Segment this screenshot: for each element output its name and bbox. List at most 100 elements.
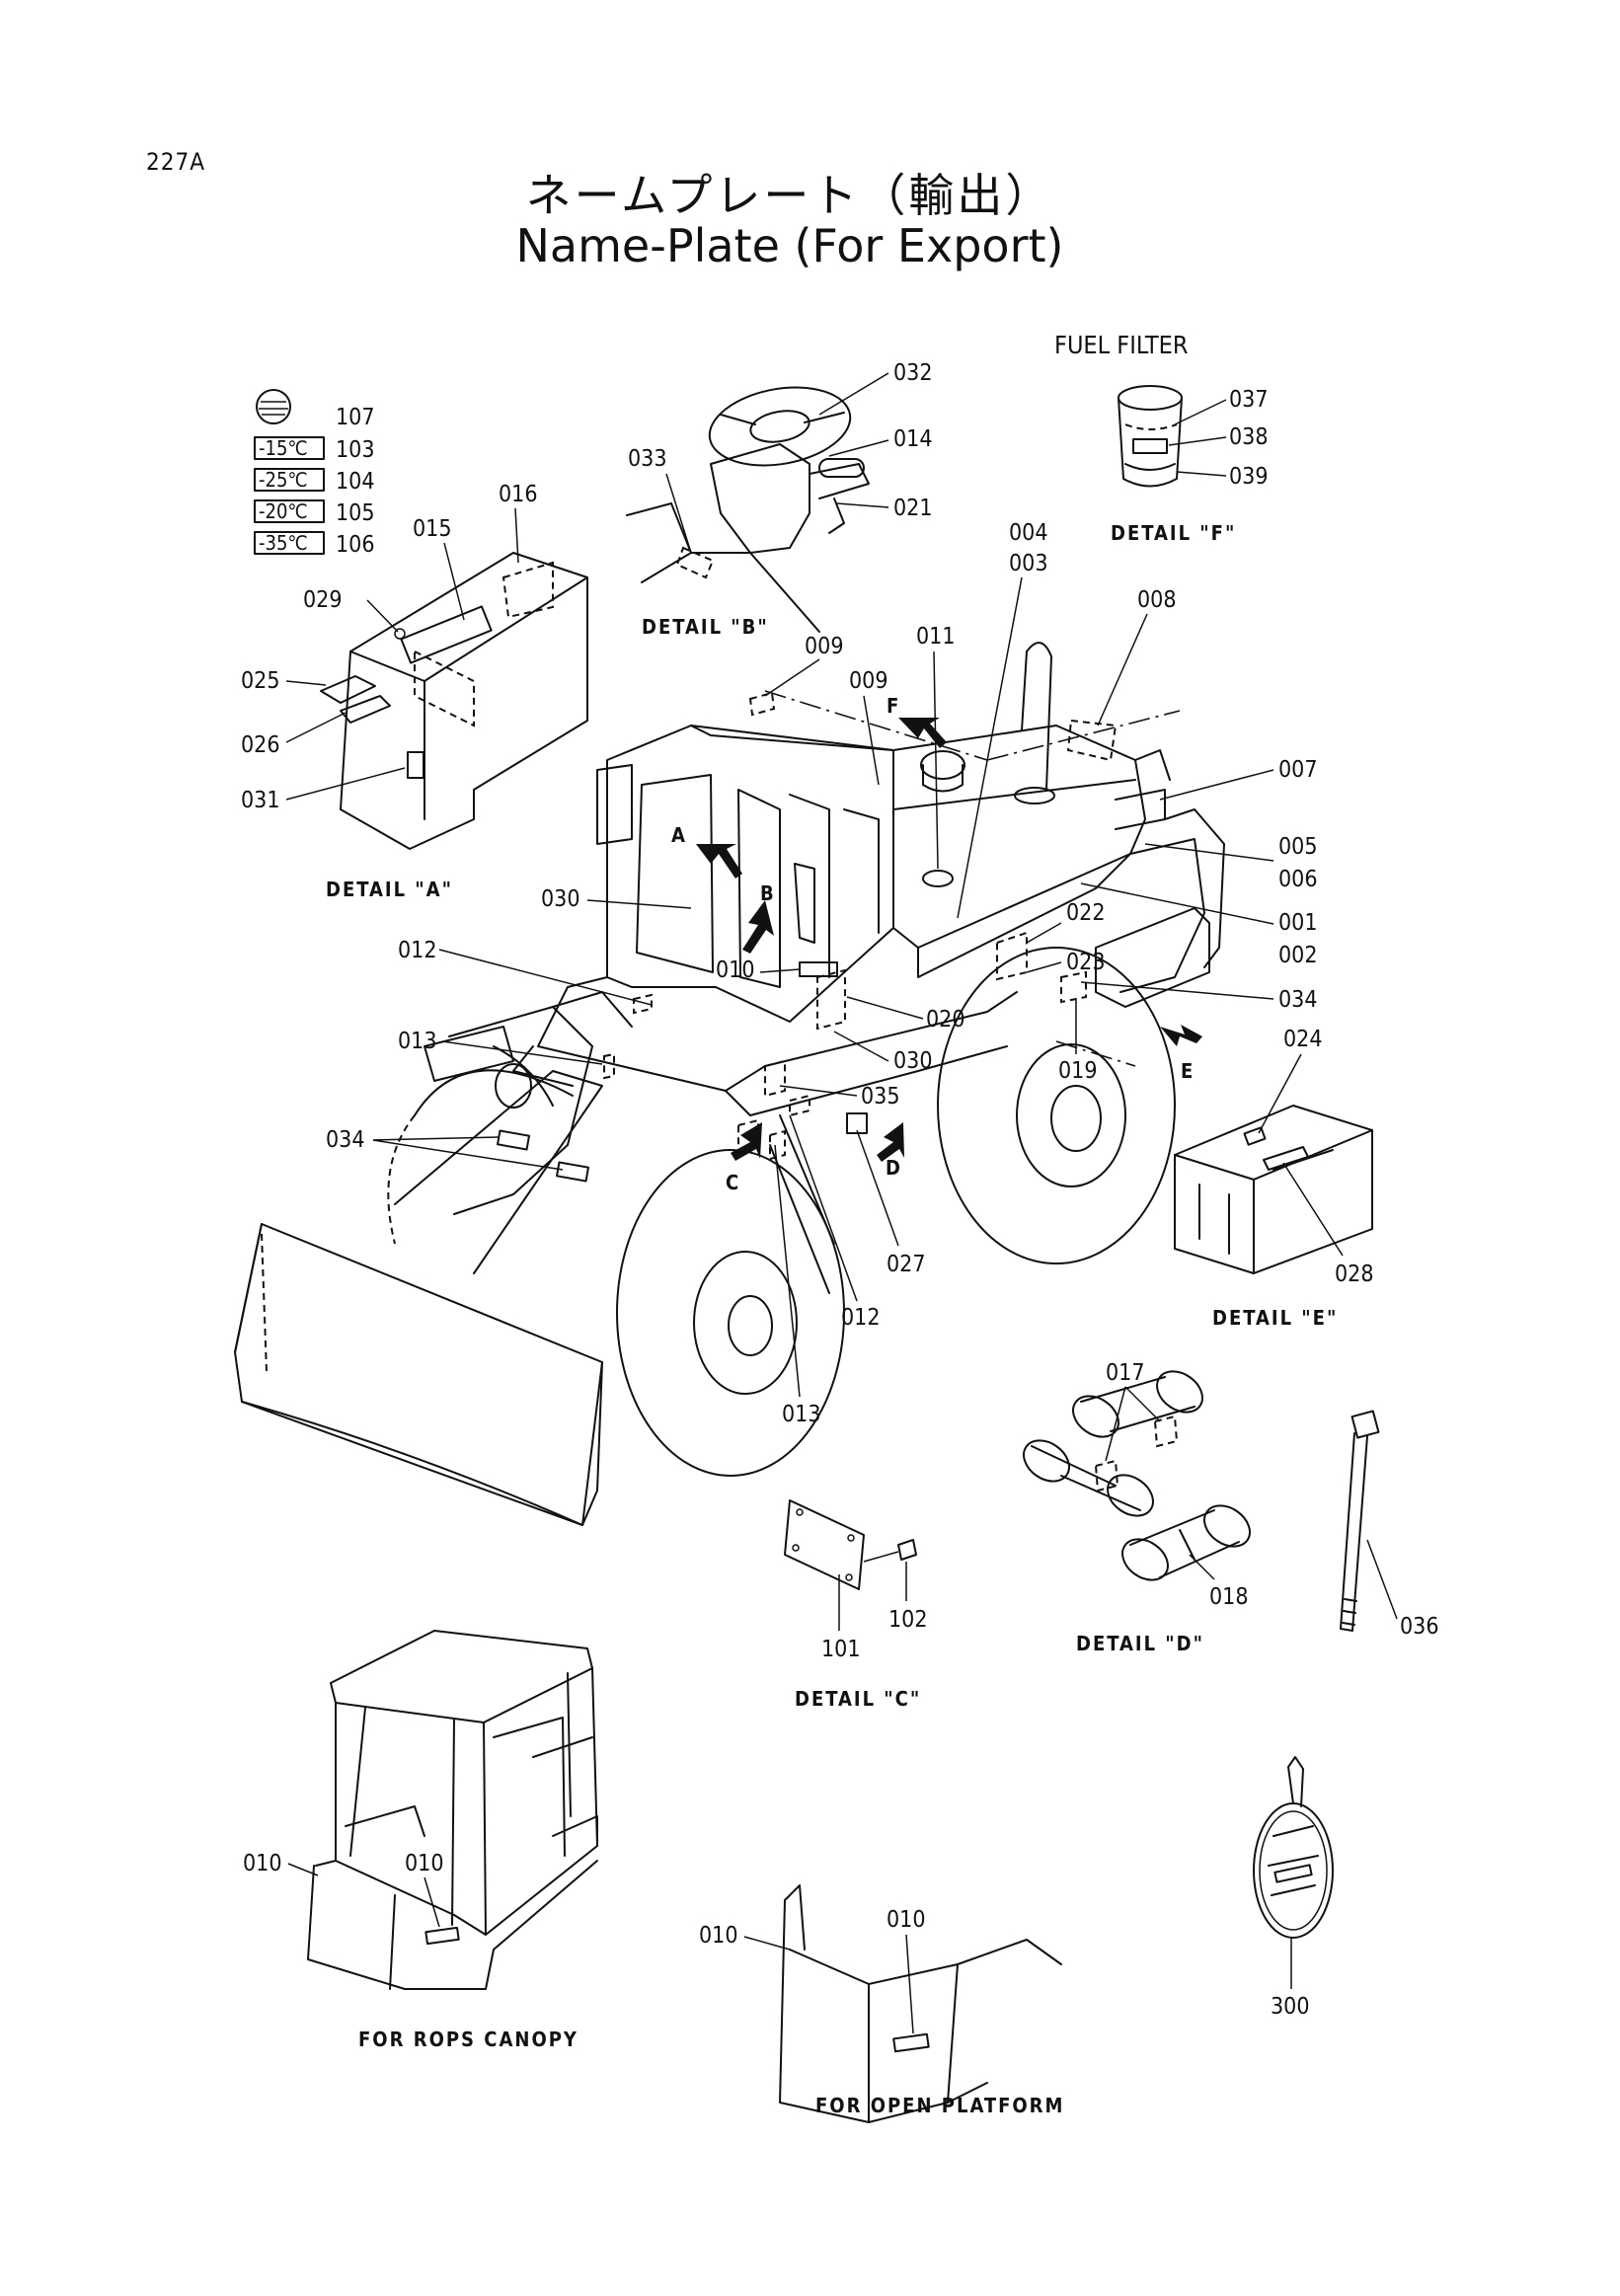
label-035: 035 [861, 1084, 900, 1110]
page-number: 227A [146, 148, 205, 176]
label-001: 001 [1278, 910, 1318, 936]
label-009-side: 009 [849, 668, 888, 694]
label-104: 104 [336, 469, 375, 495]
caption-open-platform: FOR OPEN PLATFORM [815, 2094, 1064, 2117]
plate-minus35-icon [254, 531, 325, 555]
caption-detail-c: DETAIL "C" [795, 1687, 921, 1711]
title-japanese: ネームプレート（輸出） [525, 169, 1054, 222]
view-arrow-f-icon: F [887, 694, 947, 748]
label-012-bottom: 012 [841, 1305, 881, 1331]
arrow-letter-f: F [887, 694, 898, 718]
label-025: 025 [241, 668, 280, 694]
label-030-lower: 030 [893, 1048, 933, 1074]
view-arrow-b-icon: B [742, 881, 774, 954]
arrow-letter-d: D [886, 1156, 900, 1180]
label-005: 005 [1278, 834, 1318, 860]
detail-e-counterweight-drawing [1174, 1105, 1373, 1274]
detail-d-pins-drawing [1023, 1370, 1251, 1581]
view-arrow-d-icon: D [877, 1122, 904, 1180]
key-tag-drawing [1253, 1756, 1334, 1939]
label-105: 105 [336, 500, 375, 526]
label-024: 024 [1283, 1027, 1323, 1052]
label-039: 039 [1229, 464, 1269, 490]
label-032: 032 [893, 360, 933, 386]
label-033: 033 [628, 446, 667, 472]
label-031: 031 [241, 788, 280, 813]
label-034-right: 034 [1278, 987, 1318, 1013]
plate-minus20-icon [254, 499, 325, 523]
label-017: 017 [1106, 1360, 1145, 1386]
label-026: 026 [241, 732, 280, 758]
caption-detail-b: DETAIL "B" [642, 615, 769, 639]
plate-minus20-text: -20℃ [259, 499, 308, 523]
label-101: 101 [821, 1637, 861, 1662]
label-008: 008 [1137, 587, 1177, 613]
cable-tie-drawing [1340, 1410, 1380, 1632]
label-022: 022 [1066, 900, 1106, 926]
label-030-top: 030 [541, 886, 580, 912]
label-023: 023 [1066, 950, 1106, 975]
detail-c-plate-drawing [784, 1499, 917, 1590]
label-038: 038 [1229, 424, 1269, 450]
label-009-top: 009 [805, 634, 844, 659]
label-107: 107 [336, 405, 375, 430]
label-014: 014 [893, 426, 933, 452]
plate-minus15-text: -15℃ [259, 436, 308, 460]
label-007: 007 [1278, 757, 1318, 783]
label-016: 016 [499, 482, 538, 507]
view-arrow-e-icon: E [1160, 1025, 1202, 1083]
arrow-letter-c: C [726, 1171, 738, 1194]
label-011: 011 [916, 624, 956, 650]
label-036: 036 [1400, 1614, 1439, 1640]
arrow-letter-b: B [760, 881, 774, 905]
arrow-letter-e: E [1181, 1059, 1193, 1083]
label-018: 018 [1209, 1584, 1249, 1610]
label-013-top: 013 [398, 1029, 437, 1054]
caption-detail-a: DETAIL "A" [326, 878, 453, 901]
open-platform-drawing [779, 1884, 1062, 2123]
wheel-loader-drawing [234, 642, 1225, 1526]
label-003: 003 [1009, 551, 1048, 576]
plate-minus35-text: -35℃ [259, 531, 308, 555]
label-102: 102 [888, 1607, 928, 1633]
label-028: 028 [1335, 1262, 1374, 1287]
label-015: 015 [413, 516, 452, 542]
label-019: 019 [1058, 1058, 1098, 1084]
plate-minus15-icon [254, 436, 325, 460]
label-010-main: 010 [716, 957, 755, 983]
label-029: 029 [303, 587, 343, 613]
rops-canopy-drawing [307, 1630, 598, 1990]
fuel-filter-drawing [1118, 385, 1183, 488]
round-plate-icon [256, 389, 291, 424]
caption-detail-d: DETAIL "D" [1076, 1632, 1204, 1655]
label-103: 103 [336, 437, 375, 463]
detail-b-steering-drawing [626, 386, 870, 633]
label-021: 021 [893, 496, 933, 521]
caption-fuel-filter: FUEL FILTER [1054, 331, 1189, 359]
label-010-rops-right: 010 [405, 1851, 444, 1876]
label-037: 037 [1229, 387, 1269, 413]
label-106: 106 [336, 532, 375, 558]
plate-minus25-icon [254, 468, 325, 492]
caption-rops-canopy: FOR ROPS CANOPY [358, 2028, 579, 2051]
label-004: 004 [1009, 520, 1048, 546]
label-020: 020 [926, 1007, 965, 1033]
label-010-rops-left: 010 [243, 1851, 282, 1876]
caption-detail-f: DETAIL "F" [1111, 521, 1236, 545]
view-arrow-a-icon: A [671, 823, 742, 879]
label-006: 006 [1278, 867, 1318, 892]
label-034-left: 034 [326, 1127, 365, 1153]
arrow-letter-a: A [671, 823, 685, 847]
title-english: Name-Plate (For Export) [515, 219, 1064, 272]
label-300: 300 [1271, 1994, 1310, 2020]
caption-detail-e: DETAIL "E" [1212, 1306, 1338, 1330]
label-027: 027 [887, 1252, 926, 1277]
detail-a-console-drawing [320, 552, 588, 850]
label-012-top: 012 [398, 938, 437, 963]
temperature-plate-set: 107 -15℃ 103 -25℃ 104 -20℃ 105 -35℃ 106 [254, 389, 375, 558]
label-013-bottom: 013 [782, 1402, 821, 1427]
plate-minus25-text: -25℃ [259, 468, 308, 492]
label-010-platform-left: 010 [699, 1923, 738, 1949]
